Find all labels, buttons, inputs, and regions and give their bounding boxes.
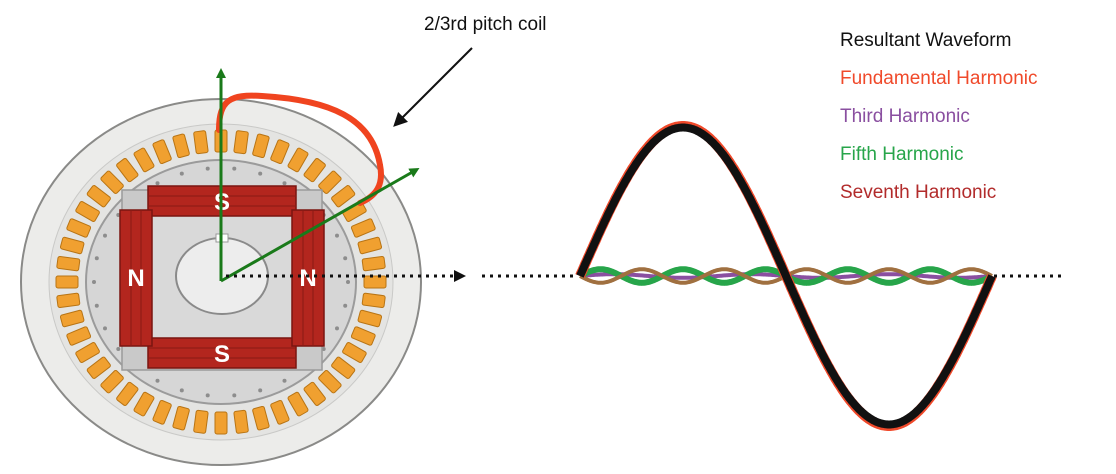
rim-bolt <box>232 166 237 171</box>
stator-slot <box>56 255 81 272</box>
pitch-coil <box>216 92 384 206</box>
projection-arrowhead <box>454 270 466 282</box>
stator-slot <box>66 218 92 238</box>
stator-slot <box>152 139 172 165</box>
legend-item-seventh: Seventh Harmonic <box>840 182 997 203</box>
stator-slot <box>152 399 172 425</box>
stator-slot <box>287 391 309 417</box>
coil-axis-arrow-diagonal <box>220 168 420 283</box>
stator-slot <box>270 139 290 165</box>
rim-bolt <box>343 256 348 261</box>
rim-bolt <box>282 378 287 383</box>
stator-slot <box>214 411 228 435</box>
legend-item-third: Third Harmonic <box>840 106 970 127</box>
rim-bolt <box>205 166 210 171</box>
stator-slot <box>287 147 309 173</box>
stator-slot <box>100 370 124 394</box>
stator-slot <box>361 255 386 272</box>
stator-slot <box>331 185 356 208</box>
rim-bolt <box>346 280 350 284</box>
stator-slot <box>133 147 155 173</box>
stator-slot <box>193 409 209 434</box>
stator-slot <box>172 405 190 431</box>
rim-bolt <box>282 181 287 186</box>
stator-slot <box>66 326 92 346</box>
stator-slot <box>75 342 100 363</box>
stator-slot <box>133 391 155 417</box>
stator-slot <box>318 370 342 394</box>
rim-bolt <box>103 326 107 331</box>
stator-slots <box>55 129 387 435</box>
legend: Resultant Waveform Fundamental Harmonic … <box>840 22 1037 212</box>
stator-slot <box>55 275 79 289</box>
stator-slot <box>350 326 376 346</box>
stator-slot <box>56 292 81 309</box>
stator-slot <box>252 405 270 431</box>
harmonic-waveforms <box>575 121 997 431</box>
stator-slot <box>193 130 209 155</box>
stator-slot <box>252 133 270 159</box>
stator-slot <box>357 309 383 328</box>
resultant-waveform-curve <box>576 123 996 429</box>
stator-slot <box>75 201 100 222</box>
stator-slot <box>86 356 111 379</box>
stator-slot <box>361 292 386 309</box>
stator-slot <box>331 356 356 379</box>
rim-bolt <box>155 181 160 186</box>
stator-slot <box>270 399 290 425</box>
stator-slot <box>357 236 383 255</box>
legend-item-fifth: Fifth Harmonic <box>840 144 964 165</box>
stator-slot <box>172 133 190 159</box>
pole-bottom <box>147 337 297 369</box>
rim-bolt <box>94 303 99 308</box>
pole-left <box>119 209 153 347</box>
rim-bolt <box>343 303 348 308</box>
pole-label-left: N <box>127 265 144 292</box>
rim-bolt <box>335 233 339 238</box>
stator-slot <box>59 309 85 328</box>
rim-bolt <box>103 233 107 238</box>
stator-slot <box>363 275 387 289</box>
rim-bolt <box>179 171 184 176</box>
stator-slot <box>303 381 326 406</box>
rim-bolt <box>258 171 263 176</box>
legend-item-resultant: Resultant Waveform <box>840 30 1012 51</box>
rim-bolt <box>94 256 99 261</box>
rim-bolt <box>232 393 237 398</box>
stator-slot <box>233 130 249 155</box>
pole-label-bottom: S <box>214 341 230 368</box>
rim-bolt <box>258 388 263 393</box>
stator-slot <box>350 218 376 238</box>
coil-label: 2/3rd pitch coil <box>424 14 547 35</box>
rim-bolt <box>116 347 121 351</box>
stator-slot <box>86 185 111 208</box>
stator-slot <box>116 158 139 183</box>
pole-label-right: N <box>299 265 316 292</box>
rim-bolt <box>335 326 339 331</box>
legend-item-fundamental: Fundamental Harmonic <box>840 68 1038 89</box>
rim-bolt <box>179 388 184 393</box>
stator-slot <box>342 342 367 363</box>
stator-slot <box>303 158 326 183</box>
coil-callout-arrow <box>393 47 473 127</box>
stator-slot <box>233 409 249 434</box>
stator-slot <box>59 236 85 255</box>
stator-slot <box>116 381 139 406</box>
rim-bolt <box>205 393 210 398</box>
stator-slot <box>100 170 124 194</box>
rim-bolt <box>155 378 160 383</box>
rim-bolt <box>92 280 96 284</box>
